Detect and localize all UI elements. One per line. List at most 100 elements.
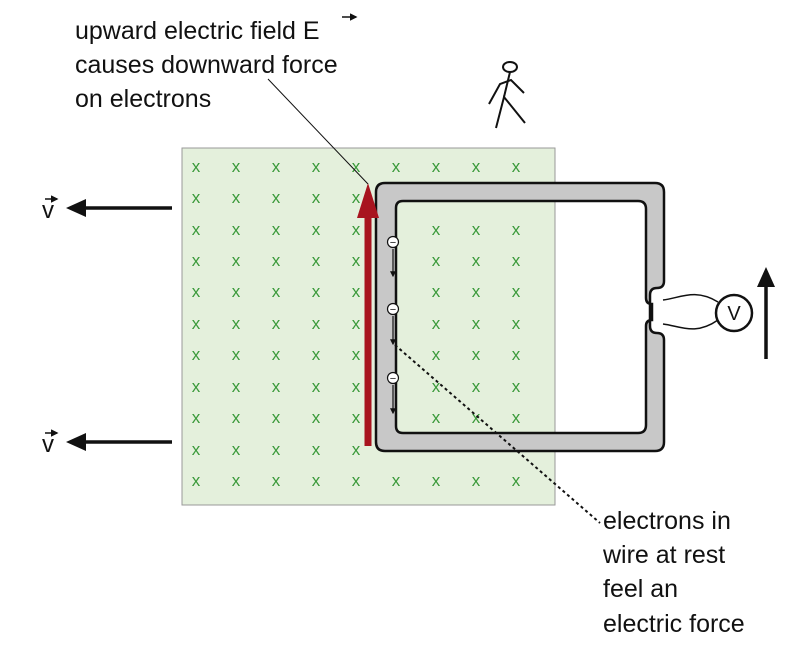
x-mark: x	[192, 345, 201, 364]
electron-3: −	[386, 371, 400, 415]
x-mark: x	[192, 377, 201, 396]
x-mark: x	[192, 471, 201, 490]
electron-label-line-4: electric force	[603, 610, 745, 638]
x-mark: x	[432, 408, 441, 427]
x-mark: x	[512, 282, 521, 301]
x-mark: x	[232, 282, 241, 301]
x-mark: x	[512, 377, 521, 396]
x-mark: x	[312, 471, 321, 490]
x-mark: x	[352, 345, 361, 364]
x-mark: x	[232, 408, 241, 427]
x-mark: x	[312, 377, 321, 396]
x-mark: x	[432, 251, 441, 270]
x-mark: x	[192, 188, 201, 207]
x-mark: x	[312, 282, 321, 301]
electron-label-line-2: wire at rest	[602, 541, 725, 569]
x-mark: x	[312, 157, 321, 176]
x-mark: x	[392, 471, 401, 490]
x-mark: x	[512, 220, 521, 239]
x-mark: x	[512, 157, 521, 176]
electric-field-arrow	[357, 183, 379, 446]
x-mark: x	[512, 471, 521, 490]
electron-label-line-1: electrons in	[603, 507, 731, 535]
x-mark: x	[232, 188, 241, 207]
electron-2-symbol: −	[390, 304, 396, 316]
x-mark: x	[192, 157, 201, 176]
field-label-line-2: causes downward force	[75, 51, 338, 79]
x-mark: x	[472, 314, 481, 333]
x-mark: x	[512, 251, 521, 270]
electron-2: −	[386, 302, 400, 346]
stick-figure-icon	[488, 61, 526, 129]
x-mark: x	[472, 471, 481, 490]
x-mark: x	[232, 251, 241, 270]
x-mark: x	[312, 188, 321, 207]
x-mark: x	[312, 440, 321, 459]
x-mark: x	[472, 220, 481, 239]
x-mark: x	[272, 157, 281, 176]
x-mark: x	[232, 220, 241, 239]
x-mark: x	[472, 345, 481, 364]
x-mark: x	[352, 377, 361, 396]
x-mark: x	[192, 251, 201, 270]
x-mark: x	[512, 408, 521, 427]
x-mark: x	[352, 220, 361, 239]
x-mark: x	[232, 440, 241, 459]
left-arrow-icon	[66, 433, 86, 451]
x-mark: x	[272, 282, 281, 301]
electron-1-symbol: −	[390, 237, 396, 249]
x-mark: x	[232, 377, 241, 396]
x-mark: x	[472, 251, 481, 270]
x-mark: x	[432, 220, 441, 239]
x-mark: x	[192, 440, 201, 459]
x-mark: x	[232, 314, 241, 333]
x-mark: x	[272, 188, 281, 207]
x-mark: x	[392, 157, 401, 176]
x-mark: x	[312, 345, 321, 364]
x-mark: x	[192, 408, 201, 427]
electron-3-symbol: −	[390, 373, 396, 385]
electron-description: electrons in wire at rest feel an electr…	[602, 507, 745, 638]
voltmeter-label: V	[727, 303, 741, 325]
field-label-line-3: on electrons	[75, 85, 211, 113]
x-mark: x	[232, 471, 241, 490]
x-mark: x	[352, 251, 361, 270]
x-mark: x	[432, 377, 441, 396]
x-mark: x	[272, 220, 281, 239]
x-mark: x	[352, 314, 361, 333]
x-mark: x	[512, 345, 521, 364]
x-mark: x	[312, 408, 321, 427]
x-mark: x	[272, 377, 281, 396]
x-mark: x	[432, 471, 441, 490]
x-mark: x	[472, 282, 481, 301]
x-mark: x	[472, 408, 481, 427]
voltmeter-lead-top	[662, 293, 719, 303]
x-mark: x	[192, 220, 201, 239]
velocity-arrow-top: v	[42, 195, 172, 224]
x-mark: x	[432, 282, 441, 301]
x-mark: x	[312, 220, 321, 239]
x-mark: x	[512, 314, 521, 333]
voltmeter-lead-bottom	[662, 319, 719, 330]
velocity-label-bottom: v	[42, 431, 54, 458]
x-mark: x	[472, 377, 481, 396]
x-mark: x	[232, 345, 241, 364]
x-mark: x	[432, 345, 441, 364]
voltmeter: V	[714, 293, 754, 333]
x-mark: x	[272, 251, 281, 270]
x-mark: x	[352, 157, 361, 176]
x-mark: x	[432, 314, 441, 333]
x-mark: x	[432, 157, 441, 176]
x-mark: x	[272, 440, 281, 459]
velocity-label-top: v	[42, 197, 54, 224]
field-description: upward electric field E causes downward …	[75, 13, 358, 113]
electron-label-line-3: feel an	[603, 575, 678, 603]
x-mark: x	[192, 314, 201, 333]
x-mark: x	[352, 471, 361, 490]
x-mark: x	[272, 345, 281, 364]
velocity-arrow-bottom: v	[42, 429, 172, 458]
x-mark: x	[352, 282, 361, 301]
x-mark: x	[352, 188, 361, 207]
